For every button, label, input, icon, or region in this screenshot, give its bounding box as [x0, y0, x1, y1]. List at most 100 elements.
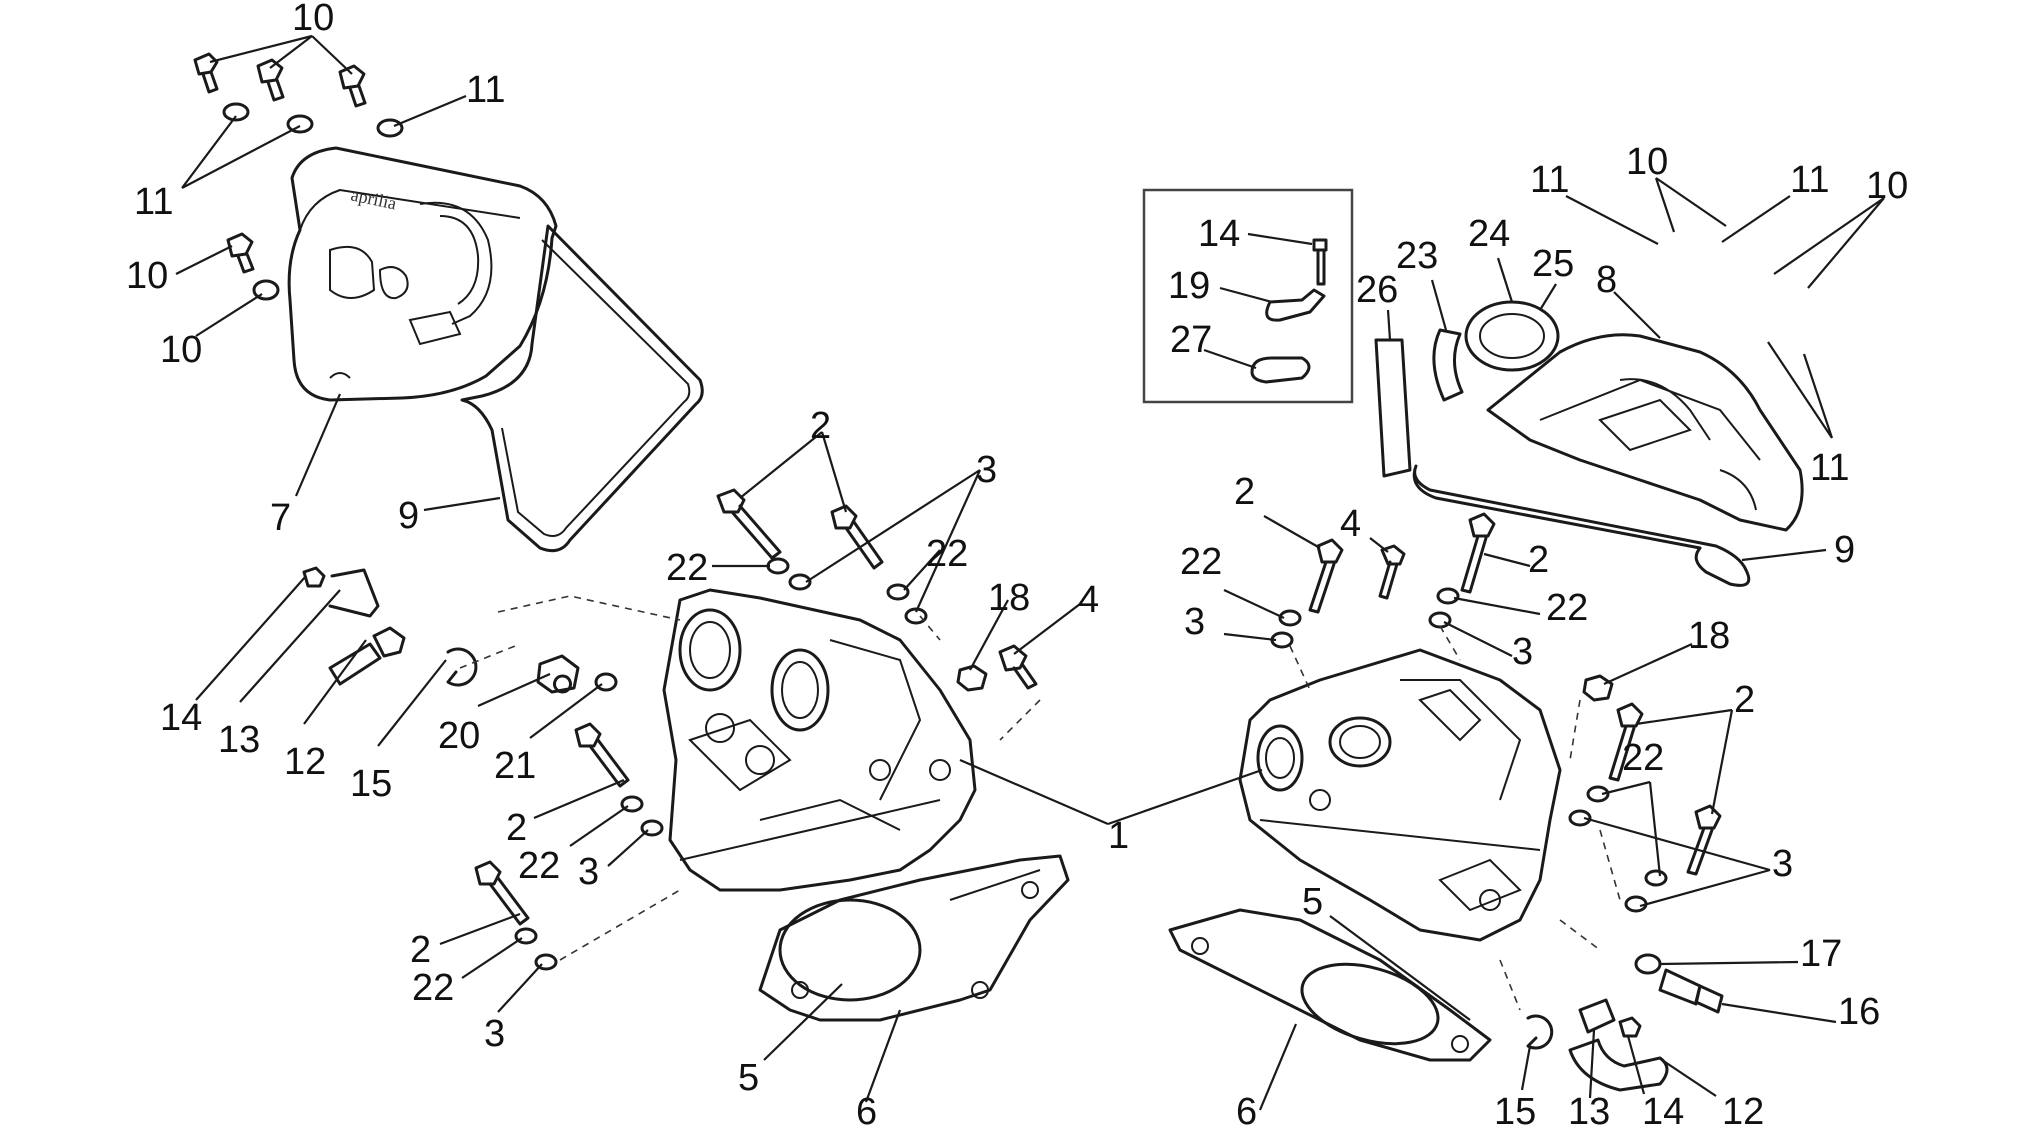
- callout-11: 11: [134, 181, 173, 223]
- callout-18: 18: [988, 577, 1030, 619]
- washer-3-left-a: [788, 573, 812, 591]
- callout-11: 11: [1530, 159, 1569, 201]
- clamp-27-inset: [1250, 356, 1311, 384]
- bolt-4-left: [998, 644, 1038, 690]
- callout-5: 5: [738, 1057, 759, 1099]
- callout-12: 12: [284, 741, 326, 783]
- washer-22-right-a: [1278, 609, 1302, 627]
- callout-22: 22: [926, 533, 968, 575]
- washer-3-right-d: [1624, 895, 1648, 913]
- callout-4: 4: [1340, 503, 1361, 545]
- nut-18-left: [956, 664, 988, 692]
- washer-3-left-b: [904, 607, 928, 625]
- washer-22-left-d: [514, 927, 538, 945]
- bolt-10-side: [226, 232, 255, 274]
- callout-19: 19: [1168, 265, 1210, 307]
- callout-22: 22: [1622, 737, 1664, 779]
- bolt-14-left: [302, 566, 326, 588]
- assembly-line-right-c: [1569, 699, 1581, 761]
- callout-25: 25: [1532, 243, 1574, 285]
- assembly-line-left-c: [559, 889, 681, 961]
- cylinder-head-1-left: [662, 588, 977, 892]
- washer-22-right-c: [1586, 785, 1610, 803]
- callout-10: 10: [126, 255, 168, 297]
- callout-1: 1: [1108, 815, 1129, 857]
- callout-8: 8: [1596, 259, 1617, 301]
- callout-14: 14: [160, 697, 202, 739]
- plug-20: [536, 654, 580, 694]
- washer-3-left-d: [534, 953, 558, 971]
- callout-2: 2: [1234, 471, 1255, 513]
- bolt-2-right-c: [1608, 702, 1644, 782]
- washer-11-c: [376, 118, 404, 138]
- bolt-4-right: [1378, 544, 1406, 600]
- callout-3: 3: [484, 1013, 505, 1055]
- sensor-16: [1658, 968, 1724, 1014]
- bracket-13-left: [328, 568, 380, 618]
- callout-14: 14: [1642, 1091, 1684, 1129]
- gasket-9-left: [460, 224, 704, 553]
- callout-labels: 10 11 11 10 10 7 9 14 13 12 15 20 21 2 2…: [126, 0, 1908, 1129]
- callout-27: 27: [1170, 319, 1212, 361]
- washer-22-left-b: [886, 583, 910, 601]
- washer-11-a: [222, 102, 250, 122]
- fitting-12-right: [1568, 1038, 1669, 1092]
- callout-16: 16: [1838, 991, 1880, 1033]
- washer-17: [1634, 953, 1662, 975]
- callout-2: 2: [506, 807, 527, 849]
- callout-10: 10: [160, 329, 202, 371]
- bolt-14-right: [1618, 1016, 1642, 1038]
- callout-22: 22: [1546, 587, 1588, 629]
- callout-10: 10: [292, 0, 334, 39]
- washer-22-right-b: [1436, 587, 1460, 605]
- callout-24: 24: [1468, 213, 1510, 255]
- assembly-line-right-a: [1289, 645, 1311, 691]
- callout-15: 15: [350, 763, 392, 805]
- callout-4: 4: [1078, 579, 1099, 621]
- washer-3-left-c: [640, 819, 664, 837]
- clip-15-right: [1526, 1014, 1554, 1050]
- callout-9: 9: [398, 495, 419, 537]
- callout-11: 11: [466, 69, 505, 111]
- hose-26: [1374, 338, 1412, 478]
- cylinder-head-1-right: [1238, 648, 1562, 942]
- washer-22-right-d: [1644, 869, 1668, 887]
- callout-12: 12: [1722, 1091, 1764, 1129]
- assembly-line-left-a: [497, 595, 681, 621]
- callout-26: 26: [1356, 269, 1398, 311]
- callout-13: 13: [218, 719, 260, 761]
- bracket-13-right: [1578, 998, 1616, 1034]
- bolt-2-left-c: [574, 722, 630, 788]
- callout-20: 20: [438, 715, 480, 757]
- callout-22: 22: [666, 547, 708, 589]
- bolt-2-left-a: [716, 488, 782, 560]
- callout-17: 17: [1800, 933, 1842, 975]
- callout-9: 9: [1834, 529, 1855, 571]
- nut-18-right: [1582, 674, 1614, 702]
- gasket-9-right: [1412, 464, 1751, 587]
- callout-18: 18: [1688, 615, 1730, 657]
- callout-11: 11: [1790, 159, 1829, 201]
- bolt-10-top-a: [193, 52, 219, 94]
- leader-lines: [175, 34, 1885, 1111]
- callout-10: 10: [1866, 165, 1908, 207]
- assembly-line-left-e: [919, 615, 941, 641]
- callout-3: 3: [1772, 843, 1793, 885]
- callout-13: 13: [1568, 1091, 1610, 1129]
- callout-3: 3: [1184, 601, 1205, 643]
- callout-11: 11: [1810, 447, 1849, 489]
- assembly-line-right-e: [1499, 959, 1521, 1011]
- sensor-19-inset: [1265, 288, 1326, 322]
- washer-22-left-c: [620, 795, 644, 813]
- callout-3: 3: [578, 851, 599, 893]
- washer-11-b: [286, 114, 314, 134]
- callout-15: 15: [1494, 1091, 1536, 1129]
- washer-3-right-b: [1428, 611, 1452, 629]
- assembly-line-right-f: [1599, 829, 1621, 901]
- callout-2: 2: [1734, 679, 1755, 721]
- head-gasket-6-right: [1168, 908, 1492, 1062]
- washer-21: [594, 672, 618, 692]
- hose-23: [1432, 328, 1464, 402]
- clip-15-left: [446, 647, 478, 687]
- detail-inset-box: [1142, 188, 1354, 404]
